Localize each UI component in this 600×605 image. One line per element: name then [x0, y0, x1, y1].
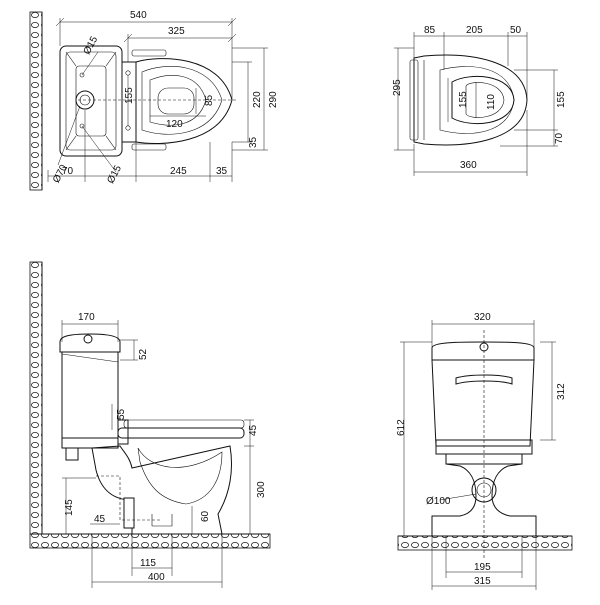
tank-front: [431, 359, 535, 447]
dim-290: 290: [268, 91, 279, 108]
dim-170: 170: [78, 312, 95, 323]
dim-85: 85: [204, 94, 215, 106]
seat-opening: [451, 76, 515, 124]
dim-70: 70: [62, 166, 74, 177]
tank-handle: [455, 374, 513, 385]
dim-320: 320: [474, 312, 491, 323]
dim-540: 540: [130, 10, 147, 21]
label-d15-bottom: Ø15: [105, 163, 124, 185]
dim-70-seat: 70: [554, 132, 565, 144]
wall-top: [29, 11, 43, 191]
dim-45-right: 45: [248, 424, 259, 436]
wall-side: [29, 261, 43, 535]
floor-side: [29, 533, 271, 549]
dim-52: 52: [138, 348, 149, 360]
bowl-side: [91, 445, 232, 535]
dim-50: 50: [510, 25, 522, 36]
dim-295: 295: [392, 79, 403, 96]
dim-155-seat-left: 155: [458, 91, 469, 108]
hole-bottom: [79, 123, 85, 129]
label-d15-top: Ø15: [82, 34, 101, 56]
dim-115: 115: [140, 558, 156, 569]
top-view: 540 325 Ø15 Ø15 Ø70 155 85 120 220 290 3…: [29, 10, 279, 191]
dim-45-inner: 45: [94, 514, 106, 525]
dim-35: 35: [216, 166, 228, 177]
dim-325: 325: [168, 26, 185, 37]
dim-400: 400: [148, 572, 165, 583]
dim-120: 120: [166, 119, 183, 130]
dim-110: 110: [486, 94, 497, 110]
dim-612: 612: [396, 419, 407, 436]
floor-front: [397, 535, 573, 551]
dim-205: 205: [466, 25, 483, 36]
dim-245: 245: [170, 166, 187, 177]
dim-35-side: 35: [248, 136, 259, 148]
side-view: 170 52 55 45 300 145 45 60 115 400: [29, 261, 271, 588]
seat-view: 85 205 50 295 155 110 155 70 360: [392, 25, 567, 176]
dim-145: 145: [64, 499, 75, 516]
dim-55: 55: [116, 408, 127, 420]
seat-outline: [413, 54, 528, 146]
dim-195: 195: [474, 562, 491, 573]
front-view: 320 312 612 Ø100 195 315: [396, 312, 573, 590]
dim-312: 312: [556, 383, 567, 400]
dim-155: 155: [124, 87, 135, 104]
dim-315: 315: [474, 576, 491, 587]
dim-60: 60: [200, 510, 211, 522]
dim-300: 300: [256, 481, 267, 498]
seat-side: [117, 427, 245, 439]
dim-360: 360: [460, 160, 477, 171]
label-d100: Ø100: [426, 496, 451, 507]
dim-220: 220: [252, 91, 263, 108]
bowl-plan: [135, 58, 233, 144]
dim-85-seat: 85: [424, 25, 436, 36]
hole-top: [79, 72, 85, 78]
dim-155-seat-right: 155: [556, 91, 567, 108]
